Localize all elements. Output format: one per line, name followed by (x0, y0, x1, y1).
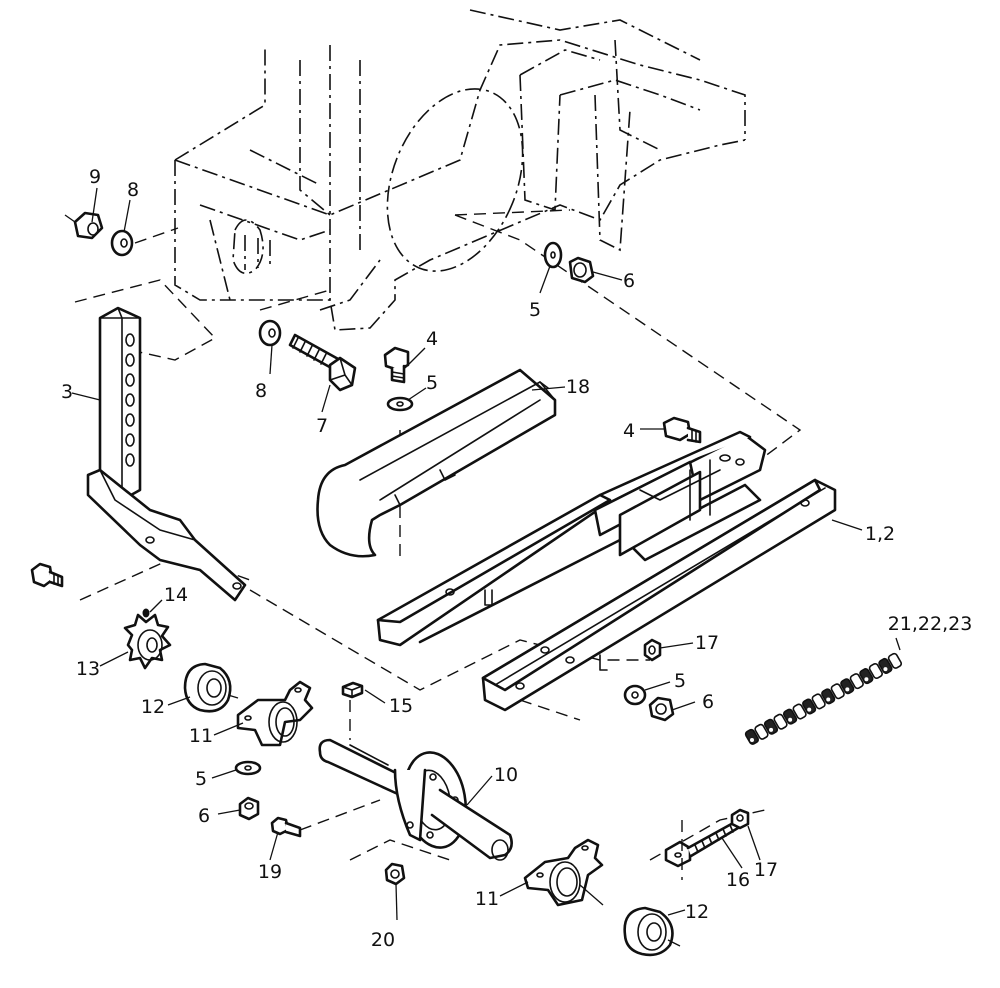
label-12-right: 12 (685, 901, 709, 923)
washer-8-mid (258, 319, 282, 347)
chain-link (754, 723, 769, 740)
leader-lines (71, 187, 901, 921)
label-7: 7 (316, 415, 328, 437)
chain-pin (893, 662, 897, 666)
label-4-top: 4 (426, 328, 438, 350)
main-frame (376, 430, 837, 712)
bearing-12-right (623, 906, 681, 957)
washer-8-top (110, 229, 134, 257)
label-15: 15 (389, 695, 413, 717)
bolt-4-top (383, 346, 410, 384)
label-3: 3 (61, 381, 73, 403)
chain-pin (816, 702, 821, 707)
label-5-lower: 5 (195, 768, 207, 790)
label-16: 16 (726, 869, 750, 891)
label-8-mid: 8 (255, 380, 267, 402)
label-13: 13 (76, 658, 100, 680)
chain-link (840, 678, 855, 695)
chain-pin (807, 707, 812, 712)
chain-link (887, 652, 903, 669)
label-11-left: 11 (189, 725, 213, 747)
chain-pin (769, 727, 774, 732)
bearing-12-left (183, 662, 239, 713)
chain-pin (826, 697, 831, 702)
label-6-upper: 6 (623, 270, 635, 292)
label-11-right: 11 (475, 888, 499, 910)
label-6-right: 6 (702, 691, 714, 713)
label-20: 20 (371, 929, 395, 951)
label-5-upper: 5 (529, 299, 541, 321)
sprocket-13 (123, 613, 172, 670)
chain-pin (788, 717, 793, 722)
bearing-housing-11-right (523, 838, 604, 907)
chain-link (782, 708, 798, 725)
nut-17-lower (730, 808, 750, 830)
chain-pin (873, 672, 878, 677)
bolt-19 (270, 816, 302, 838)
label-5-right: 5 (674, 670, 686, 692)
label-17-lower: 17 (754, 859, 778, 881)
label-6-lower: 6 (198, 805, 210, 827)
label-21-22-23: 21,22,23 (888, 613, 973, 635)
chain-link (792, 703, 807, 720)
chain-link (859, 668, 874, 685)
label-18: 18 (566, 376, 590, 398)
chain-link (821, 688, 836, 705)
washer-5-right (623, 684, 647, 706)
chain-link (830, 683, 845, 700)
chain-link (763, 718, 779, 735)
label-9: 9 (89, 166, 101, 188)
nut-6-upper (568, 256, 595, 284)
chain-pin (835, 692, 840, 697)
bolt-4-right (662, 416, 702, 444)
nut-9 (64, 211, 104, 240)
nut-6-right (648, 696, 675, 722)
label-4-right: 4 (623, 420, 635, 442)
chain-pin (797, 712, 802, 717)
washer-5-upper (543, 241, 563, 269)
label-14: 14 (164, 584, 188, 606)
label-19: 19 (258, 861, 282, 883)
chain-pin (759, 732, 764, 737)
chain-link (773, 713, 788, 730)
shaft-10 (318, 738, 513, 861)
chain-pin (854, 682, 859, 687)
chain-link (744, 728, 760, 745)
chain-pin (750, 738, 754, 742)
chain-link (878, 657, 893, 674)
washer-5-lower (234, 760, 262, 776)
chain-link (868, 663, 883, 680)
callout-labels: 9 8 3 8 7 4 5 18 6 5 4 1,2 21,22,23 17 5… (61, 166, 972, 951)
nut-6-lower (238, 796, 260, 821)
chain-pin (778, 722, 783, 727)
washer-5-top (386, 396, 414, 412)
label-17-mid: 17 (695, 632, 719, 654)
chain-guard (316, 368, 557, 558)
chain-link (849, 673, 864, 690)
support-post (86, 306, 247, 602)
chain-pin (845, 687, 850, 692)
chain-pin (883, 667, 888, 672)
roller-chain (744, 652, 903, 745)
bolt-7 (288, 333, 357, 392)
label-10: 10 (494, 764, 518, 786)
chain-link (811, 693, 826, 710)
nut-20 (384, 862, 406, 886)
set-screw-14 (142, 608, 150, 618)
bolt-4-left (30, 562, 64, 588)
key-15 (341, 681, 364, 699)
machine-housing-outline (174, 9, 746, 331)
nut-17-mid (643, 638, 662, 662)
label-8-top: 8 (127, 179, 139, 201)
label-1-2: 1,2 (865, 523, 895, 545)
chain-link (802, 698, 817, 715)
chain-pin (864, 677, 869, 682)
label-12-left: 12 (141, 696, 165, 718)
bearing-housing-11-left (236, 680, 314, 747)
label-5-top: 5 (426, 372, 438, 394)
